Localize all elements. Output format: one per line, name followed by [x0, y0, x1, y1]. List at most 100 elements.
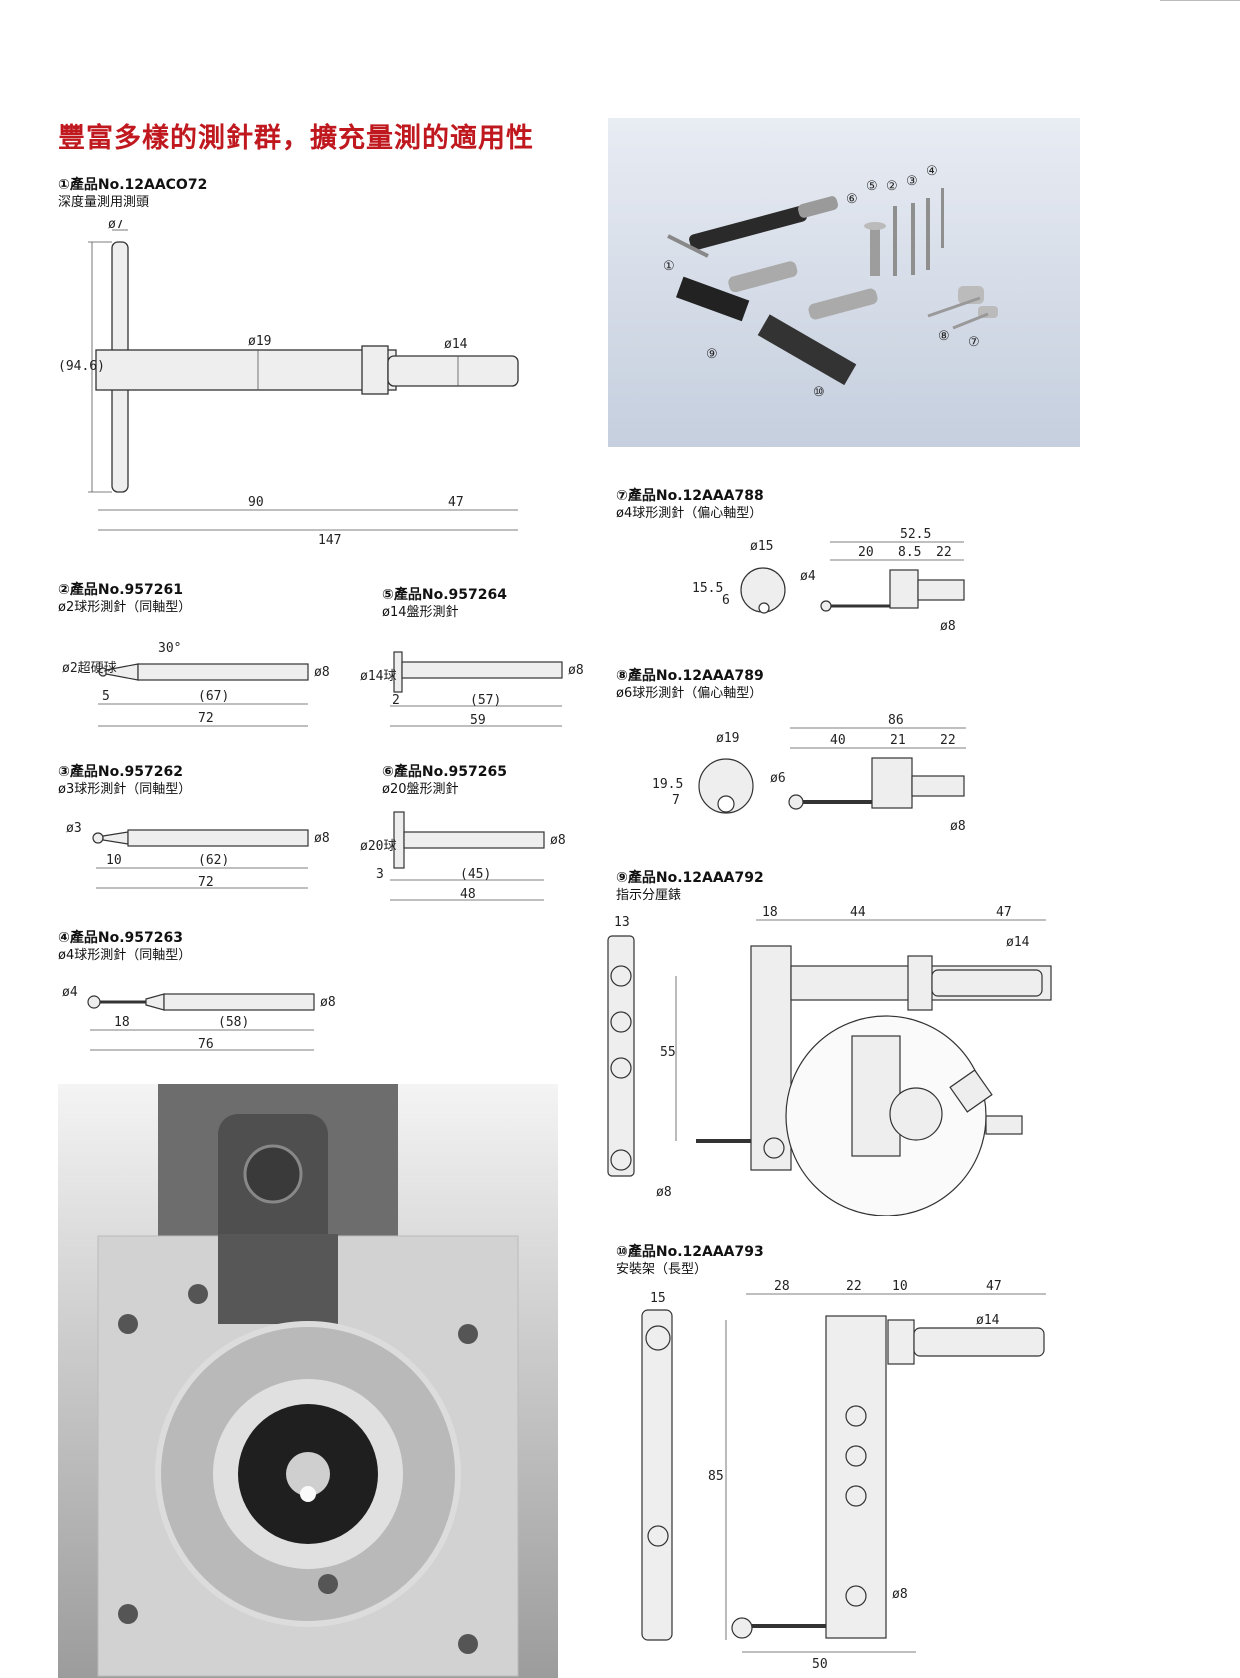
photo-label-10: ⑩: [813, 385, 825, 400]
dim-total: 76: [198, 1037, 214, 1052]
dim-offset: 7: [672, 793, 680, 808]
dim-b: 21: [890, 733, 906, 748]
dim-total: 52.5: [900, 527, 931, 542]
drawing-item-1: ø7 ø19 ø14 (94.6) 90 47 147: [58, 220, 519, 548]
dim-total: 72: [198, 711, 214, 726]
dim-a: 18: [114, 1015, 130, 1030]
dim-height: 55: [660, 1045, 676, 1060]
dim-a: 3: [376, 867, 384, 882]
dim-a: 40: [830, 733, 846, 748]
dim-height: 19.5: [652, 777, 683, 792]
photo-probe-1: [667, 196, 839, 258]
application-photo: [58, 1084, 558, 1678]
dim-total: 147: [318, 533, 341, 548]
item-description: ø20盤形測針: [382, 782, 459, 797]
dim-d: 47: [986, 1280, 1002, 1294]
caption-item-5: ⑤產品No.957264 ø14盤形測針: [382, 587, 507, 621]
dim-phi8: ø8: [314, 831, 330, 846]
item-number: ⑧產品No.12AAA789: [616, 668, 764, 684]
photo-probes-7-8: [927, 286, 998, 330]
dim-c: 22: [936, 545, 952, 560]
item-description: ø3球形測針（同軸型）: [58, 782, 192, 797]
caption-item-3: ③產品No.957262 ø3球形測針（同軸型）: [58, 764, 191, 798]
dim-a: 20: [858, 545, 874, 560]
dim-height: 85: [708, 1469, 724, 1484]
caption-item-7: ⑦產品No.12AAA788 ø4球形測針（偏心軸型）: [616, 488, 764, 522]
caption-item-6: ⑥產品No.957265 ø20盤形測針: [382, 764, 507, 798]
dim-phi15: ø15: [750, 539, 773, 554]
dim-b: 22: [846, 1280, 862, 1294]
dim-w: 15: [650, 1291, 666, 1306]
dim-phi19: ø19: [248, 334, 271, 349]
dim-a: 90: [248, 495, 264, 510]
item-description: 指示分厘錶: [616, 888, 682, 903]
item-number: ②產品No.957261: [58, 582, 183, 598]
caption-item-1: ①產品No.12AACO72 深度量測用測頭: [58, 177, 207, 211]
drawing-item-10: 15 28 22 10 47 ø14 85 ø8 50: [641, 1280, 1046, 1670]
photo-label-6: ⑥: [846, 192, 858, 207]
photo-label-5: ⑤: [866, 179, 878, 194]
dim-c: 47: [996, 906, 1012, 920]
dim-phi8: ø8: [656, 1185, 672, 1200]
dim-total: 86: [888, 713, 904, 728]
dim-phi8: ø8: [550, 833, 566, 848]
dim-phi8: ø8: [568, 663, 584, 678]
item-description: ø2球形測針（同軸型）: [58, 600, 192, 615]
item-number: ⑤產品No.957264: [382, 587, 507, 603]
dim-a: 2: [392, 693, 400, 708]
dim-phi7: ø7: [108, 220, 124, 232]
dim-b: (45): [460, 867, 491, 882]
dim-b: (58): [218, 1015, 249, 1030]
photo-pins: [864, 188, 944, 276]
dim-offset: 6: [722, 593, 730, 608]
item-number: ⑥產品No.957265: [382, 764, 507, 780]
dim-phi14: ø14: [976, 1313, 1000, 1328]
dim-phi8: ø8: [892, 1587, 908, 1602]
dim-phi14: ø14: [1006, 935, 1030, 950]
dim-angle: 30°: [158, 641, 181, 656]
dim-phi14: ø14: [444, 337, 468, 352]
photo-label-1: ①: [663, 259, 675, 274]
dim-phi6: ø6: [770, 771, 786, 786]
caption-item-9: ⑨產品No.12AAA792 指示分厘錶: [616, 870, 764, 904]
drawing-item-7: ø15 15.5 6 ø4 52.5 20 8.5 22 ø8: [692, 527, 965, 634]
drawing-item-6: ø20球 ø8 3 (45) 48: [360, 811, 566, 902]
drawing-item-5: ø14球 ø8 2 (57) 59: [360, 651, 584, 728]
item-number: ③產品No.957262: [58, 764, 183, 780]
dim-c: 10: [892, 1280, 908, 1294]
dim-a: 28: [774, 1280, 790, 1294]
dim-height: (94.6): [58, 359, 105, 374]
caption-item-8: ⑧產品No.12AAA789 ø6球形測針（偏心軸型）: [616, 668, 764, 702]
caption-item-2: ②產品No.957261 ø2球形測針（同軸型）: [58, 582, 191, 616]
page-title: 豐富多樣的測針群，擴充量測的適用性: [58, 123, 534, 154]
product-photo: ① ② ③ ④ ⑤ ⑥ ⑦ ⑧ ⑨ ⑩: [608, 118, 1080, 447]
dim-a: 5: [102, 689, 110, 704]
item-description: ø14盤形測針: [382, 605, 459, 620]
dim-ball: ø20球: [360, 839, 396, 854]
dim-w: 13: [614, 915, 630, 930]
dim-phi4: ø4: [800, 569, 816, 584]
dim-total: 48: [460, 887, 476, 902]
item-number: ①產品No.12AACO72: [58, 177, 208, 193]
photo-label-4: ④: [926, 164, 938, 179]
drawing-item-8: ø19 19.5 7 ø6 86 40 21 22 ø8: [652, 713, 966, 834]
item-number: ⑨產品No.12AAA792: [616, 870, 764, 886]
dim-b: 8.5: [898, 545, 921, 560]
dim-ball: ø14球: [360, 669, 396, 684]
dim-phi8: ø8: [320, 995, 336, 1010]
dim-phi8: ø8: [940, 619, 956, 634]
dim-b: (62): [198, 853, 229, 868]
photo-label-7: ⑦: [968, 335, 980, 350]
dim-total: 59: [470, 713, 486, 728]
dim-base: 50: [812, 1657, 828, 1670]
dim-ball: ø2超硬球: [62, 661, 117, 676]
photo-label-8: ⑧: [938, 329, 950, 344]
item-number: ⑦產品No.12AAA788: [616, 488, 764, 504]
photo-probe-9: [676, 261, 798, 322]
dim-b: 47: [448, 495, 464, 510]
drawing-item-3: ø3 ø8 10 (62) 72: [66, 821, 330, 890]
item-description: 深度量測用測頭: [58, 195, 150, 210]
dim-ball: ø4: [62, 985, 78, 1000]
dim-a: 18: [762, 906, 778, 920]
photo-label-3: ③: [906, 174, 918, 189]
